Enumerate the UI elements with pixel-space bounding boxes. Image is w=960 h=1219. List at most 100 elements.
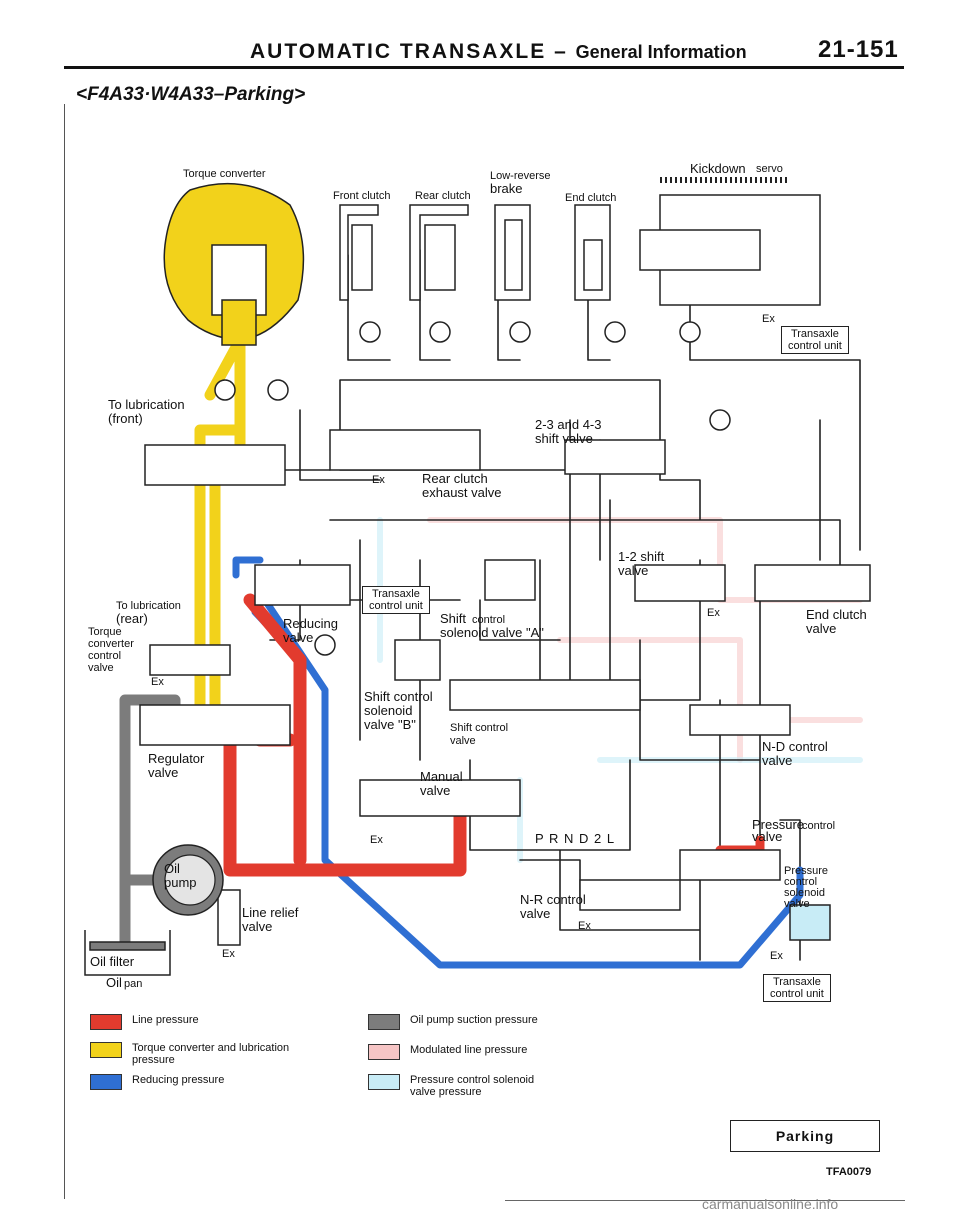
- solenoid-b: [394, 639, 441, 681]
- valve-manual: [359, 779, 521, 817]
- label-nr-control: N-R control valve: [520, 892, 586, 921]
- orifice-7: [267, 379, 289, 401]
- legend-item-torque: Torque converter and lubrication pressur…: [90, 1042, 289, 1066]
- label-shift-a: Shift: [440, 611, 467, 626]
- rear-clutch: [409, 204, 469, 301]
- label-ex-4: Ex: [151, 676, 164, 688]
- page-number: 21-151: [818, 36, 899, 63]
- header-subtitle: General Information: [575, 42, 747, 62]
- kickdown-servo: [639, 177, 821, 306]
- figure-code: TFA0079: [826, 1166, 872, 1178]
- footer-rule: [505, 1200, 905, 1201]
- label-pcs-valve: Pressure control solenoid valve: [784, 865, 829, 910]
- label-brake: brake: [490, 181, 523, 196]
- valve-12-shift: [634, 564, 726, 602]
- label-shift-control-valve: Shift control valve: [450, 722, 509, 747]
- legend-item-modulated: Modulated line pressure: [368, 1044, 527, 1060]
- label-to-lub: To lubrication: [116, 600, 181, 612]
- valve-nd-control: [689, 704, 791, 736]
- torque-converter-shaft: [221, 299, 257, 346]
- tcu-box-2: Transaxle control unit: [362, 586, 430, 614]
- label-ex-5: Ex: [370, 834, 383, 846]
- orifice-6: [214, 379, 236, 401]
- label-ex-6: Ex: [222, 948, 235, 960]
- label-ex-3: Ex: [707, 607, 720, 619]
- legend-label-reducing: Reducing pressure: [132, 1074, 225, 1086]
- label-ex-8: Ex: [770, 950, 783, 962]
- tc-valve-block: [144, 444, 286, 486]
- orifice-8: [709, 409, 731, 431]
- label-rear-clutch-exhaust: Rear clutch exhaust valve: [422, 471, 502, 500]
- legend-item-reducing: Reducing pressure: [90, 1074, 224, 1090]
- low-reverse-brake: [494, 204, 531, 301]
- tcu-box-3: Transaxle control unit: [763, 974, 831, 1002]
- orifice-checks: [214, 321, 731, 656]
- label-shift-a-solenoid: solenoid valve "A": [440, 625, 544, 640]
- legend-swatch-modulated: [368, 1044, 400, 1060]
- end-clutch: [574, 204, 611, 301]
- legend-label-torque: Torque converter and lubrication pressur…: [132, 1042, 290, 1066]
- label-low-reverse: Low-reverse: [490, 170, 551, 182]
- label-prnd2l: P R N D 2 L: [535, 831, 616, 846]
- label-servo: servo: [756, 163, 783, 175]
- valve-line-relief: [217, 889, 241, 946]
- orifice-2: [429, 321, 451, 343]
- page-header: AUTOMATIC TRANSAXLE – General Informatio…: [0, 0, 960, 80]
- watermark-text: carmanualsonline.info: [702, 1196, 839, 1212]
- legend-swatch-solenoid: [368, 1074, 400, 1090]
- header-title: AUTOMATIC TRANSAXLE – General Informatio…: [250, 40, 747, 64]
- header-dash: –: [554, 40, 568, 63]
- label-tcc-valve: Torque converter control valve: [88, 626, 134, 674]
- label-shift-a-control: control: [472, 614, 506, 626]
- oil-pump-inner: [164, 854, 216, 906]
- oil-filter: [89, 941, 166, 951]
- valve-shift-control: [449, 679, 641, 711]
- label-end-clutch-valve: End clutch valve: [806, 607, 867, 636]
- front-clutch: [339, 204, 379, 301]
- label-12-shift-valve: 1-2 shift valve: [618, 549, 665, 578]
- label-oil-pan-2: pan: [124, 978, 143, 990]
- orifice-5: [679, 321, 701, 343]
- label-nd-control: N-D control valve: [762, 739, 828, 768]
- solenoid-a: [484, 559, 536, 601]
- label-rear-clutch: Rear clutch: [415, 190, 471, 202]
- label-pressure-control-2: control: [802, 820, 836, 832]
- valve-23-shift: [564, 439, 666, 475]
- valve-regulator: [139, 704, 291, 746]
- valve-nr-control: [579, 879, 681, 911]
- legend-swatch-suction: [368, 1014, 400, 1030]
- label-line-relief: Line relief valve: [242, 905, 299, 934]
- solenoid-pc: [789, 904, 831, 941]
- oil-pan: [84, 930, 171, 976]
- valve-bodies: [139, 429, 871, 946]
- clutch-row: [339, 204, 611, 301]
- label-ex-2: Ex: [372, 474, 385, 486]
- legend-swatch-line: [90, 1014, 122, 1030]
- left-margin-rule: [64, 104, 65, 1199]
- torque-converter: [163, 182, 305, 346]
- label-rear: (rear): [116, 611, 148, 626]
- valve-reducing: [254, 564, 351, 606]
- valve-end-clutch: [754, 564, 871, 602]
- legend-item-solenoid: Pressure control solenoid valve pressure: [368, 1074, 534, 1098]
- label-23-shift-valve: 2-3 and 4-3 shift valve: [535, 417, 602, 446]
- tcu-box-1: Transaxle control unit: [781, 326, 849, 354]
- legend-label-line: Line pressure: [132, 1014, 199, 1026]
- label-manual-valve: Manual valve: [420, 769, 463, 798]
- legend-swatch-reducing: [90, 1074, 122, 1090]
- legend-label-modulated: Modulated line pressure: [410, 1044, 528, 1056]
- label-reducing-valve: Reducing valve: [283, 616, 338, 645]
- legend-label-solenoid: Pressure control solenoid valve pressure: [410, 1074, 535, 1098]
- label-oil-pan: Oil: [106, 975, 122, 990]
- legend-item-suction: Oil pump suction pressure: [368, 1014, 538, 1030]
- orifice-9: [314, 634, 336, 656]
- valve-pressure-control: [679, 849, 781, 881]
- label-end-clutch: End clutch: [565, 192, 617, 204]
- oil-pump-group: [84, 844, 224, 976]
- orifice-3: [509, 321, 531, 343]
- label-oil-pump: Oil pump: [164, 861, 197, 890]
- label-oil-filter: Oil filter: [90, 954, 135, 969]
- valve-tcc: [149, 644, 231, 676]
- header-title-main: AUTOMATIC TRANSAXLE: [250, 40, 547, 63]
- legend-swatch-torque: [90, 1042, 122, 1058]
